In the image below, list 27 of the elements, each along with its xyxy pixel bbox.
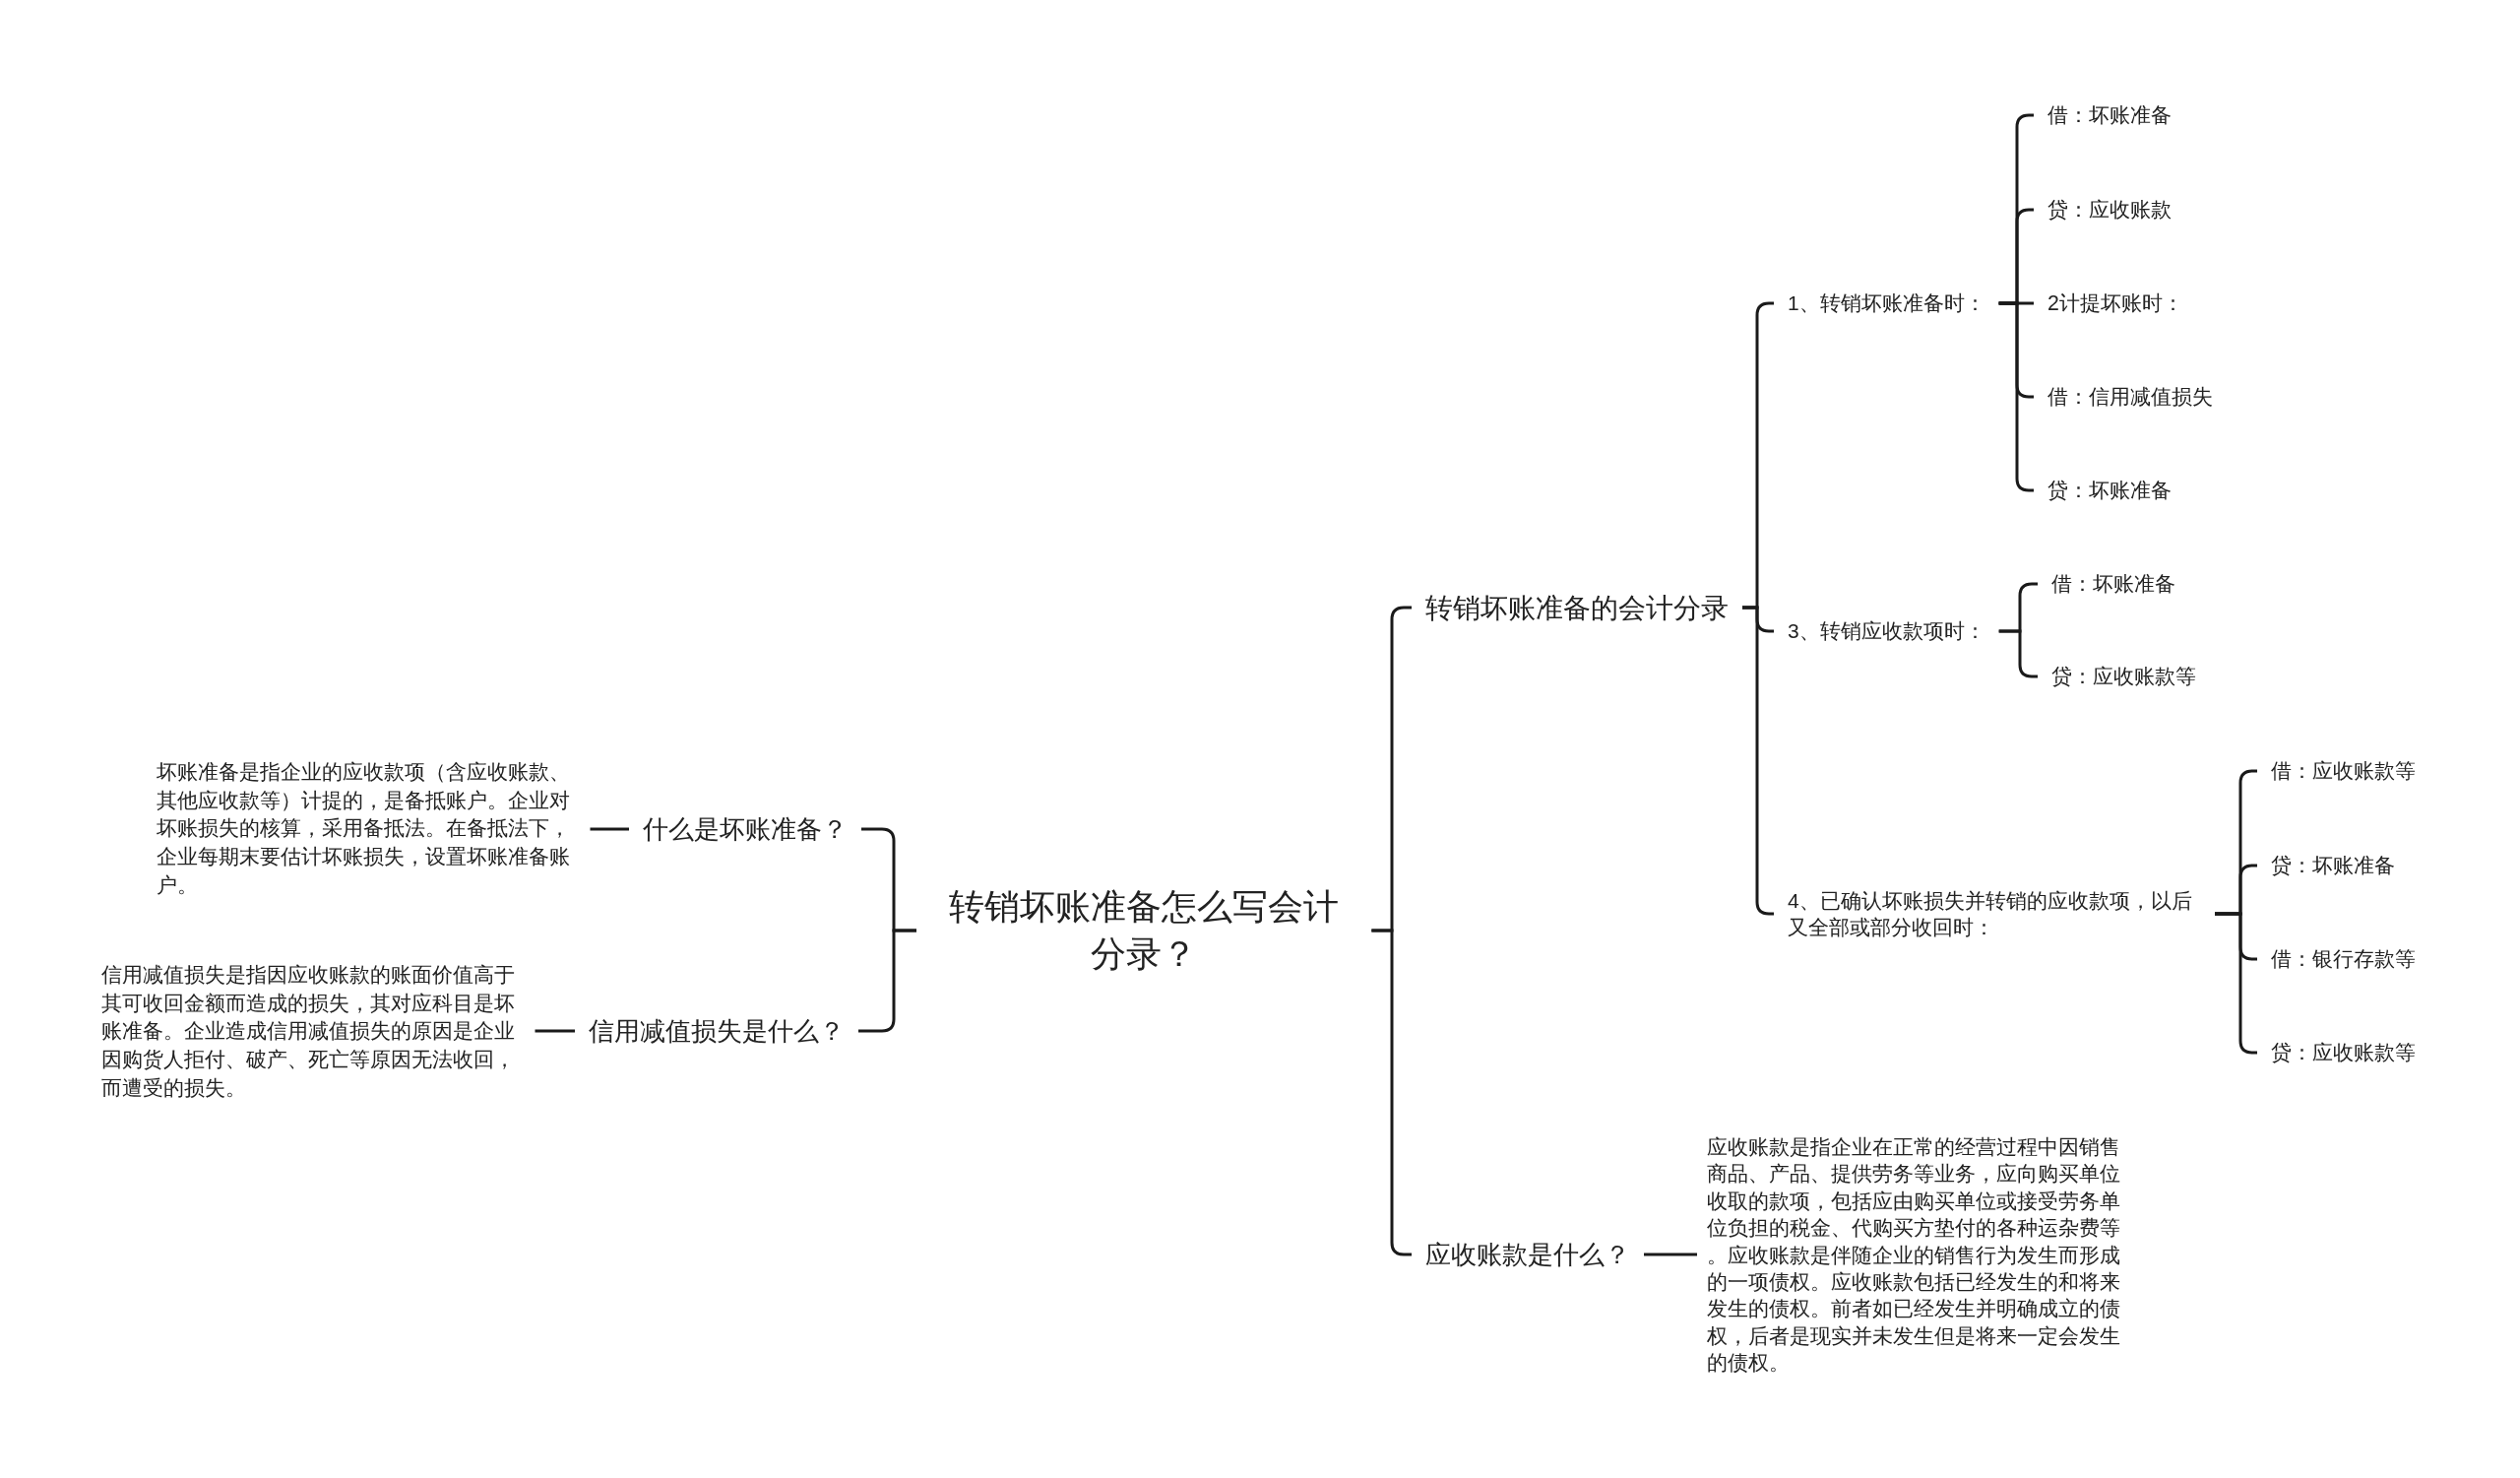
branch-topic: 信用减值损失是什么？ [575, 1011, 858, 1051]
entry-text: 2计提坏账时： [2034, 287, 2197, 320]
description-text: 应收账款是指企业在正常的经营过程中因销售商品、产品、提供劳务等业务，应向购买单位收取的款项，包括应由购买单位或接受劳务单位负担的税金、代购买方垫付的各种运杂费等。应收账款是伴随企业的销售行为发生而形成的一项债权。应收账款包括已经发生的和将来发生的债权。前者如已经发生并明确成立的债权，后者是现实并未发生但是将来一定会发生的债权。 [1697, 1130, 2141, 1379]
entry-text: 贷：坏账准备 [2257, 849, 2409, 882]
description-text: 信用减值损失是指因应收账款的账面价值高于其可收回金额而造成的损失，其对应科目是坏账准备。企业造成信用减值损失的原因是企业因购货人拒付、破产、死亡等原因无法收回，而遭受的损失。 [92, 959, 536, 1105]
connector-line [1644, 1253, 1697, 1256]
subtopic: 1、转销坏账准备时： [1774, 288, 1999, 319]
connector-line [858, 929, 916, 1033]
entry-text: 贷：应收账款等 [2038, 660, 2210, 693]
entry-text: 借：坏账准备 [2038, 567, 2189, 601]
entry-text: 贷：应收账款等 [2257, 1036, 2429, 1069]
entry-text: 借：信用减值损失 [2034, 380, 2227, 414]
entry-text: 贷：坏账准备 [2034, 474, 2185, 507]
connector-line [535, 1029, 575, 1033]
branch-topic: 应收账款是什么？ [1412, 1235, 1644, 1274]
subtopic: 4、已确认坏账损失并转销的应收款项，以后又全部或部分收回时： [1774, 885, 2215, 942]
description-text: 坏账准备是指企业的应收款项（含应收账款、其他应收款等）计提的，是备抵账户。企业对坏账损失的核算，采用备抵法。在备抵法下，企业每期末要估计坏账损失，设置坏账准备账户。 [147, 756, 591, 902]
branch-topic: 转销坏账准备的会计分录 [1412, 587, 1742, 628]
central-topic: 转销坏账准备怎么写会计分录？ [916, 881, 1372, 980]
entry-text: 借：应收账款等 [2257, 754, 2429, 788]
connector-line [590, 827, 629, 831]
connector-line [1998, 629, 2038, 678]
branch-topic: 什么是坏账准备？ [629, 809, 861, 849]
entry-text: 借：坏账准备 [2034, 98, 2185, 132]
entry-text: 贷：应收账款 [2034, 193, 2185, 226]
entry-text: 借：银行存款等 [2257, 942, 2429, 976]
subtopic: 3、转销应收款项时： [1774, 615, 1999, 647]
